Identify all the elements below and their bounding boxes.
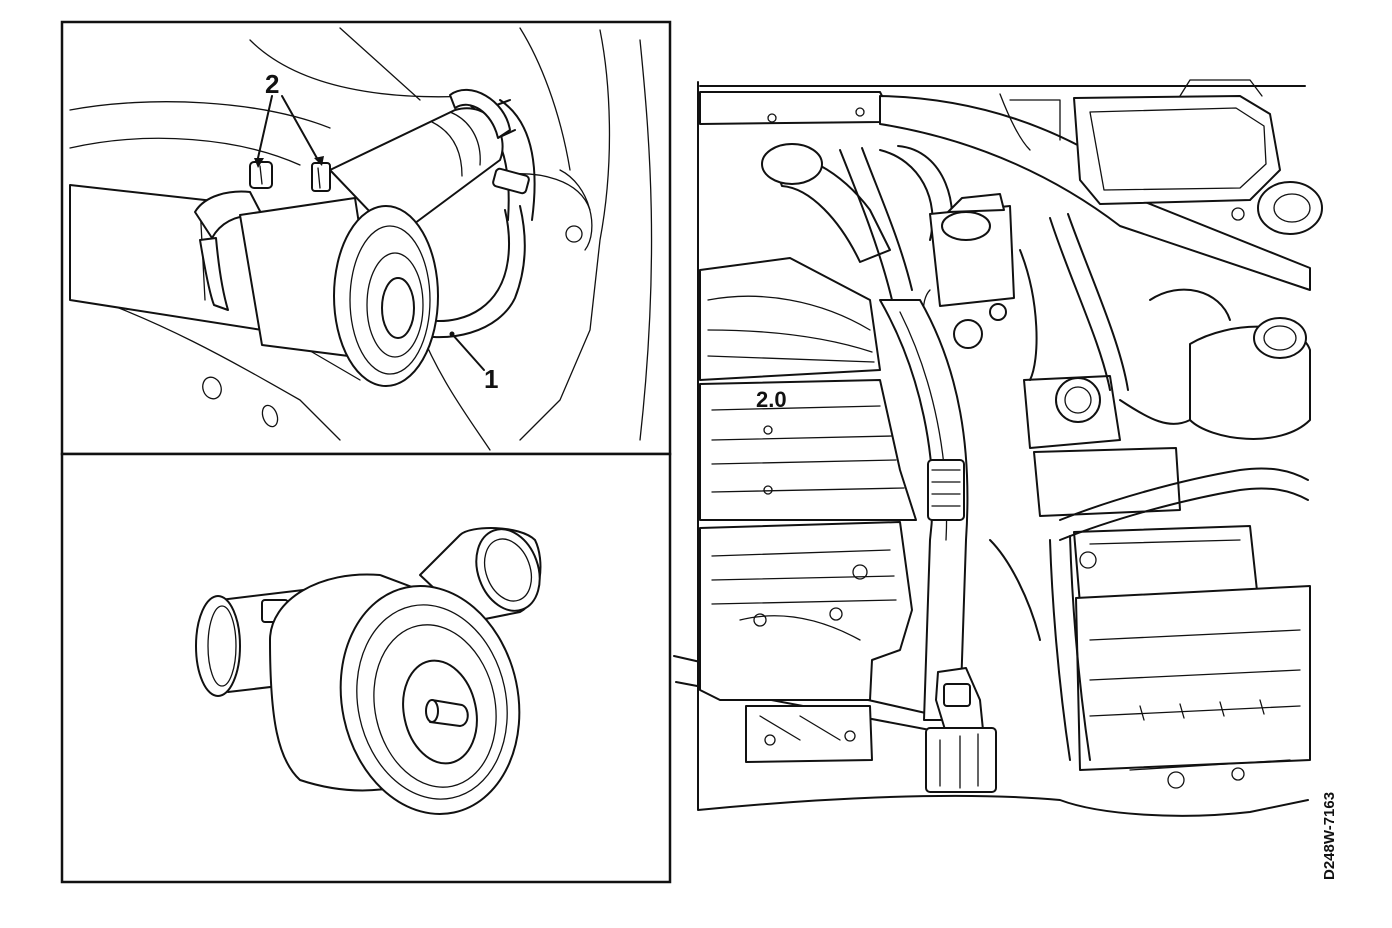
callout-2-label: 2 — [265, 69, 279, 99]
callout-1: 1 — [449, 331, 498, 394]
callout-2: 2 — [254, 69, 324, 168]
removed-valve-panel — [60, 452, 672, 884]
figure-code: D248W-7163 — [1321, 792, 1338, 880]
installed-valve-panel — [60, 20, 672, 456]
engine-bay-overview: 2.0 — [697, 79, 1323, 817]
callout-1-label: 1 — [484, 364, 498, 394]
engine-marking: 2.0 — [756, 387, 787, 412]
